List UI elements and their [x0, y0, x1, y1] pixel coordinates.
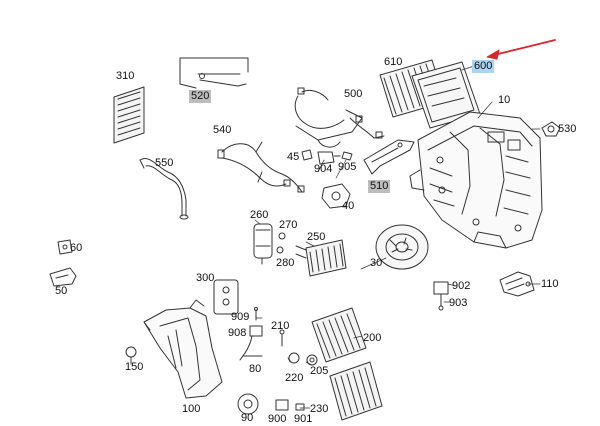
part-30-blower-fan[interactable]	[375, 224, 429, 270]
part-908-sensor[interactable]	[249, 325, 263, 337]
part-230-heat-exchanger[interactable]	[329, 361, 383, 421]
label-150[interactable]: 150	[125, 361, 144, 373]
label-908[interactable]: 908	[228, 327, 247, 339]
part-550-hose[interactable]	[139, 158, 189, 220]
label-80[interactable]: 80	[249, 363, 262, 375]
part-40-damper-motor[interactable]	[321, 183, 351, 209]
part-150-screw[interactable]	[125, 346, 137, 365]
part-520-bracket[interactable]	[179, 57, 249, 89]
part-903-pin[interactable]	[438, 293, 444, 311]
label-50[interactable]: 50	[55, 285, 68, 297]
part-902-connector[interactable]	[433, 281, 449, 295]
part-10-hvac-housing[interactable]	[409, 111, 543, 249]
label-230[interactable]: 230	[310, 403, 329, 415]
part-60-clip[interactable]	[57, 239, 73, 255]
part-500-wiring-harness[interactable]	[294, 87, 385, 148]
label-300[interactable]: 300	[196, 272, 215, 284]
label-903[interactable]: 903	[449, 297, 468, 309]
label-205[interactable]: 205	[310, 365, 329, 377]
label-45[interactable]: 45	[287, 151, 300, 163]
part-80-cable[interactable]	[239, 335, 263, 361]
label-540[interactable]: 540	[213, 124, 232, 136]
part-45-clip[interactable]	[301, 149, 313, 161]
label-610[interactable]: 610	[384, 56, 403, 68]
part-540-cable[interactable]	[217, 141, 305, 193]
label-510[interactable]: 510	[368, 180, 391, 193]
part-280-o-ring[interactable]	[276, 246, 284, 254]
label-600[interactable]: 600	[472, 60, 495, 73]
part-901-pin[interactable]	[295, 403, 305, 411]
part-220-o-ring[interactable]	[288, 352, 300, 364]
part-100-air-duct[interactable]	[143, 299, 223, 399]
label-220[interactable]: 220	[285, 372, 304, 384]
part-250-heater-core[interactable]	[295, 239, 347, 277]
part-260-expansion-valve[interactable]	[253, 223, 273, 265]
label-260[interactable]: 260	[250, 209, 269, 221]
label-40[interactable]: 40	[342, 200, 355, 212]
part-600-filter-housing[interactable]	[411, 61, 481, 129]
part-904-sensor[interactable]	[317, 151, 341, 165]
label-530[interactable]: 530	[558, 123, 577, 135]
label-90[interactable]: 90	[241, 412, 254, 424]
part-300-control-unit[interactable]	[213, 279, 239, 315]
part-50-bracket[interactable]	[49, 267, 77, 287]
part-530-grommet[interactable]	[541, 121, 561, 137]
part-210-screw[interactable]	[279, 329, 285, 347]
label-550[interactable]: 550	[155, 157, 174, 169]
part-900-connector[interactable]	[275, 399, 289, 411]
label-500[interactable]: 500	[344, 88, 363, 100]
label-905[interactable]: 905	[338, 161, 357, 173]
label-110[interactable]: 110	[541, 278, 559, 290]
label-10[interactable]: 10	[498, 94, 511, 106]
label-250[interactable]: 250	[307, 231, 326, 243]
indicator-arrow	[486, 39, 556, 60]
part-200-evaporator[interactable]	[311, 307, 367, 363]
label-310[interactable]: 310	[116, 70, 135, 82]
label-270[interactable]: 270	[279, 219, 298, 231]
label-100[interactable]: 100	[182, 403, 201, 415]
label-210[interactable]: 210	[271, 320, 290, 332]
label-60[interactable]: 60	[70, 242, 83, 254]
part-270-seal[interactable]	[278, 232, 286, 240]
label-900[interactable]: 900	[268, 413, 287, 425]
label-902[interactable]: 902	[452, 280, 471, 292]
label-909[interactable]: 909	[231, 311, 250, 323]
part-905-fitting[interactable]	[341, 151, 353, 161]
label-280[interactable]: 280	[276, 257, 295, 269]
label-901[interactable]: 901	[294, 413, 313, 425]
label-904[interactable]: 904	[314, 163, 333, 175]
label-30[interactable]: 30	[370, 257, 383, 269]
part-310-filter-pad[interactable]	[113, 86, 145, 144]
part-510-bracket[interactable]	[363, 139, 415, 175]
label-200[interactable]: 200	[363, 332, 382, 344]
label-520[interactable]: 520	[189, 90, 212, 103]
part-90-actuator[interactable]	[237, 393, 259, 415]
